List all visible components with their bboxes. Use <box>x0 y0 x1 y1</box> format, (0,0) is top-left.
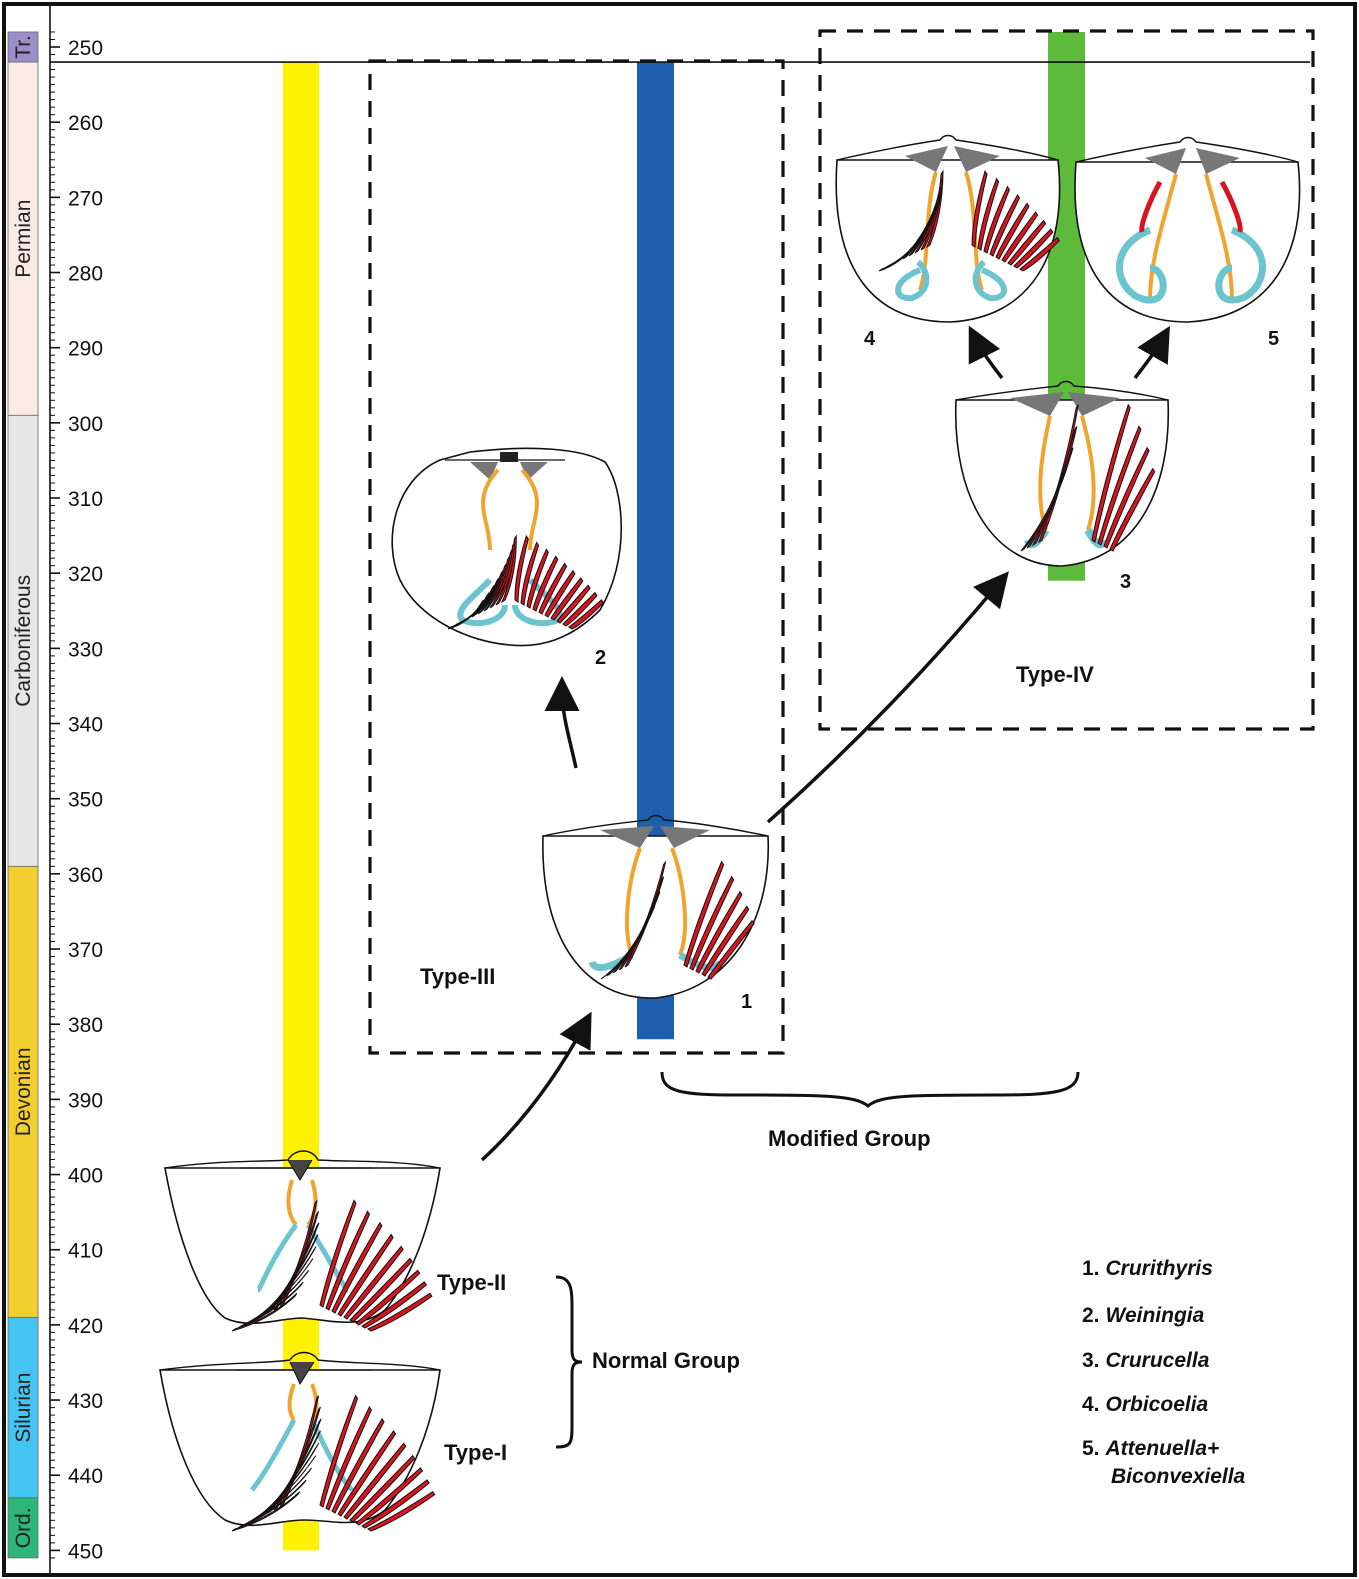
arrow-type-ii-to-1 <box>482 1024 585 1160</box>
specimen-2-weiningia <box>392 448 621 645</box>
tick-label-410: 410 <box>68 1240 103 1263</box>
tick-label-430: 430 <box>68 1390 103 1413</box>
age-axis: 250 260 270 280 290 300 310 320 330 340 350 360 370 3… <box>50 6 103 1573</box>
tick-label-310: 310 <box>68 488 103 511</box>
normal-group-label: Normal Group <box>592 1348 740 1373</box>
tick-label-420: 420 <box>68 1315 103 1338</box>
specimen-5-attenuella-biconvexiella <box>1075 138 1300 323</box>
tick-label-270: 270 <box>68 187 103 210</box>
tick-label-300: 300 <box>68 413 103 436</box>
specimen-2-number: 2 <box>595 647 606 669</box>
legend-item-3: 3.Crurucella <box>1082 1349 1210 1372</box>
arrow-1-to-2 <box>562 690 576 768</box>
type-iv-label: Type-IV <box>1016 662 1094 687</box>
tick-label-250: 250 <box>68 37 103 60</box>
specimen-5-number: 5 <box>1268 328 1279 350</box>
type-ii-specimen <box>165 1151 440 1331</box>
tick-label-370: 370 <box>68 939 103 962</box>
period-label-ord: Ord. <box>12 1507 35 1548</box>
tick-label-340: 340 <box>68 714 103 737</box>
period-label-carboniferous: Carboniferous <box>12 575 35 707</box>
tick-label-380: 380 <box>68 1014 103 1037</box>
tick-label-330: 330 <box>68 638 103 661</box>
specimen-4-orbicoelia <box>836 136 1059 323</box>
legend-item-4: 4.Orbicoelia <box>1082 1393 1209 1416</box>
legend: 1.Crurithyris 2.Weiningia 3.Crurucella 4… <box>1082 1257 1246 1488</box>
period-label-silurian: Silurian <box>12 1373 35 1443</box>
tick-label-360: 360 <box>68 864 103 887</box>
specimen-3-number: 3 <box>1120 571 1131 593</box>
modified-group-brace <box>662 1072 1078 1106</box>
period-label-devonian: Devonian <box>12 1047 35 1136</box>
specimen-1-crurithyris <box>543 816 768 999</box>
tick-label-290: 290 <box>68 338 103 361</box>
arrow-3-to-4 <box>975 338 1002 378</box>
legend-item-5-line-2: Biconvexiella <box>1111 1465 1246 1488</box>
tick-label-440: 440 <box>68 1465 103 1488</box>
tick-label-390: 390 <box>68 1089 103 1112</box>
arrow-3-to-5 <box>1135 338 1163 378</box>
tick-label-280: 280 <box>68 263 103 286</box>
period-label-permian: Permian <box>12 200 35 278</box>
tick-label-260: 260 <box>68 112 103 135</box>
range-bar-normal-group <box>283 62 319 1550</box>
tick-label-350: 350 <box>68 789 103 812</box>
tick-label-450: 450 <box>68 1540 103 1563</box>
specimen-1-number: 1 <box>741 991 752 1013</box>
period-label-tr: Tr. <box>12 35 35 59</box>
type-iii-label: Type-III <box>420 964 495 989</box>
type-ii-label: Type-II <box>437 1270 506 1295</box>
type-i-label: Type-I <box>444 1440 507 1465</box>
tick-label-320: 320 <box>68 563 103 586</box>
tick-label-400: 400 <box>68 1165 103 1188</box>
period-column: Tr. PermianCarboniferousDevonianSilurianO… <box>8 32 38 1558</box>
legend-item-1: 1.Crurithyris <box>1082 1257 1213 1280</box>
specimen-4-number: 4 <box>864 328 876 350</box>
specimen-3-crurucella <box>956 382 1169 567</box>
modified-group-label: Modified Group <box>768 1126 931 1151</box>
arrow-1-to-3 <box>768 582 1000 822</box>
normal-group-brace <box>556 1277 582 1447</box>
legend-item-5: 5.Attenuella+ <box>1082 1437 1219 1460</box>
type-i-specimen <box>160 1353 440 1532</box>
legend-item-2: 2.Weiningia <box>1082 1304 1205 1327</box>
